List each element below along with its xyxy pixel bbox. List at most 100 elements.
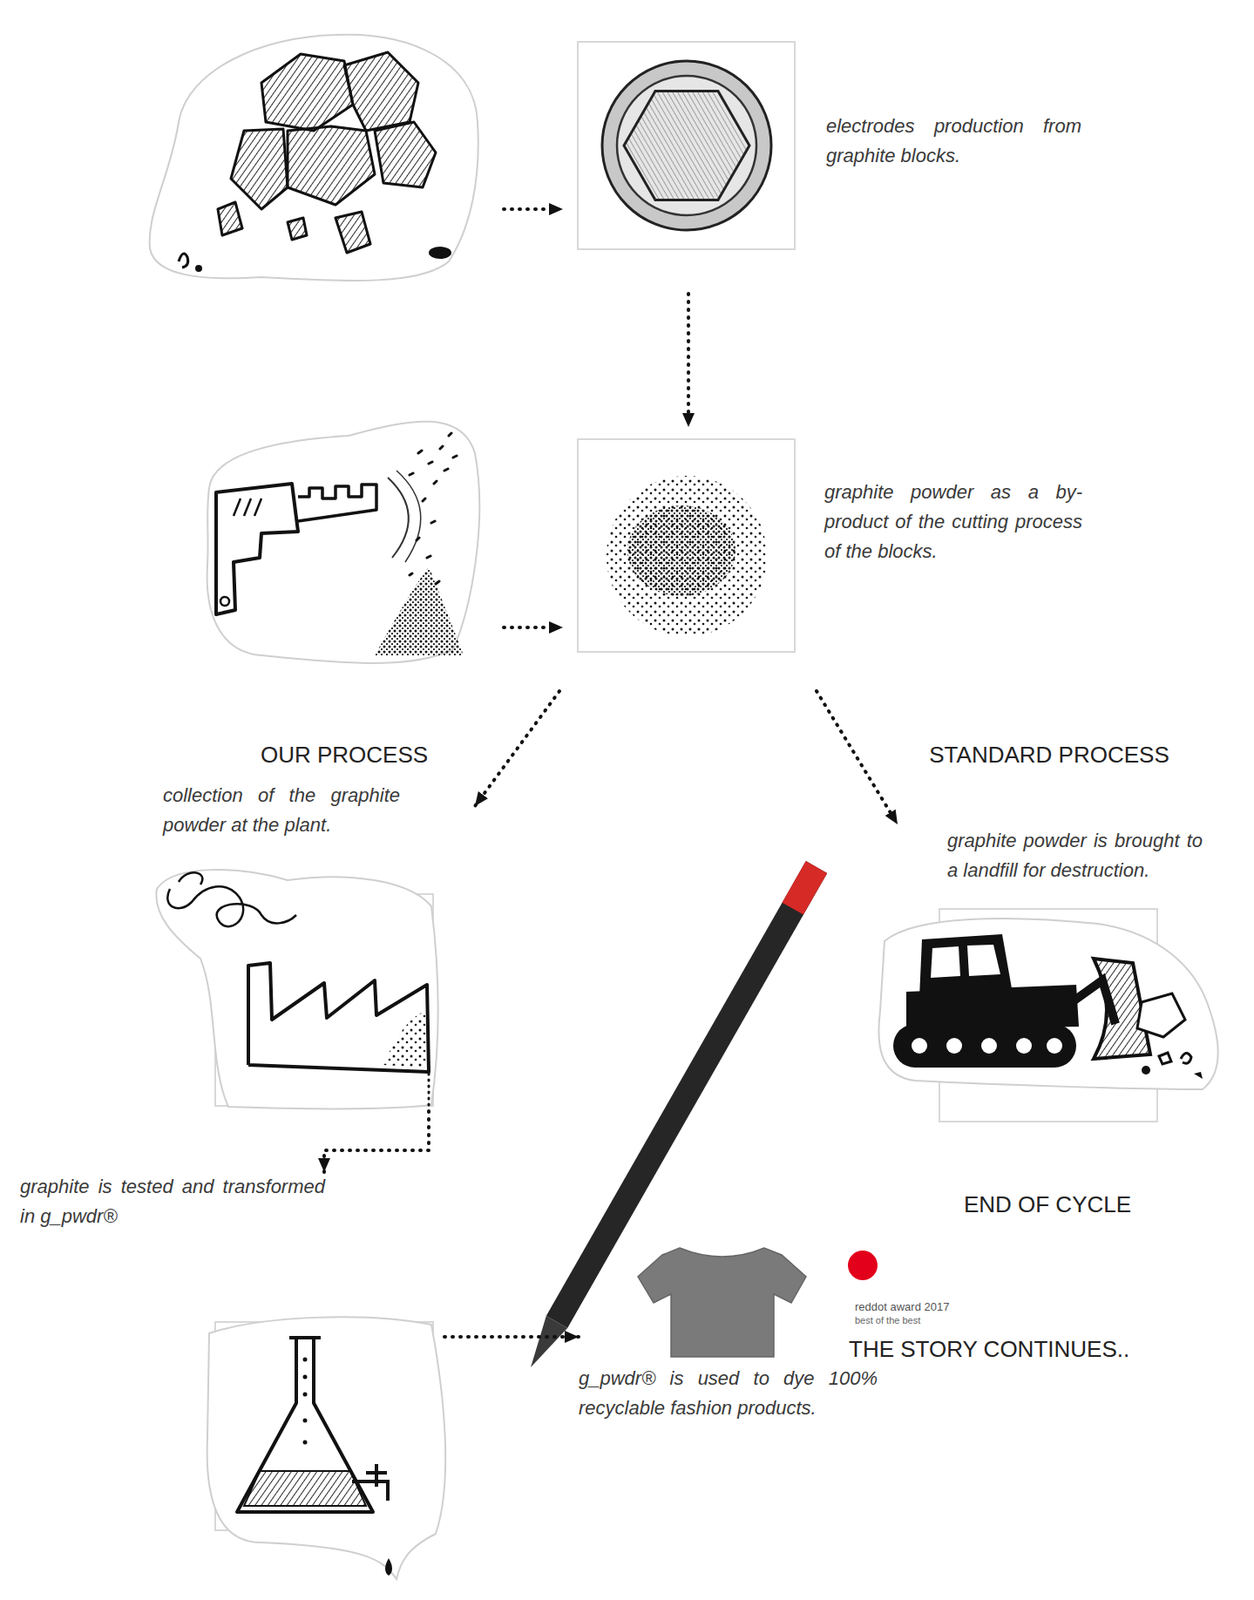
step-caption: collection of the graphite powder at the… (162, 780, 400, 841)
electrode-hexagon (623, 91, 750, 201)
dotted-connector (324, 1111, 429, 1173)
step-caption: electrodes production from graphite bloc… (826, 111, 1082, 171)
graphite-chip (217, 202, 243, 236)
debris (1141, 1065, 1151, 1075)
track-wheel (911, 1037, 928, 1054)
pencil-cap (782, 860, 828, 916)
dotted-connector (816, 691, 898, 825)
process-step: graphite is tested and transformed in g_… (17, 1172, 445, 1534)
process-step: collection of the graphite powder at the… (152, 775, 475, 1112)
step-caption: graphite is tested and transformed in g_… (20, 1172, 326, 1232)
connector-group (324, 293, 898, 1337)
graphite-block (374, 122, 436, 188)
branch-label: STANDARD PROCESS (928, 741, 1169, 769)
graphite-chip (178, 253, 189, 268)
flying-particles (409, 433, 457, 584)
bulldozer-body (906, 984, 1079, 1031)
factory-smoke (178, 872, 203, 885)
dotted-arrow (503, 625, 550, 630)
lab-flask (237, 1337, 373, 1512)
annotation-label: best of the best (854, 1315, 921, 1326)
debris (1193, 1071, 1203, 1079)
process-step: graphite powder as a by-product of the c… (549, 427, 1090, 692)
powder-pile (383, 1010, 428, 1068)
branch-label: OUR PROCESS (260, 741, 428, 769)
dotted-connector (686, 293, 691, 428)
cutout-blob (207, 1316, 447, 1580)
cab-window (967, 944, 1001, 977)
pencil-body (546, 860, 827, 1329)
motion-swoosh (396, 470, 421, 563)
saw-body (216, 483, 299, 615)
cutout-blob (878, 918, 1218, 1090)
electrode-inner (616, 75, 757, 216)
flask-bubble (303, 1440, 308, 1445)
graphite-chip (428, 246, 452, 259)
cutout-blob (155, 869, 438, 1109)
graphite-chip (287, 217, 307, 240)
graphite-block (287, 126, 375, 205)
debris (1159, 1052, 1172, 1065)
track-wheel (1016, 1037, 1032, 1054)
bulldozer-blade (1093, 958, 1151, 1059)
step-caption: graphite powder as a by-product of the c… (824, 477, 1083, 567)
process-step: graphite powder is brought to a landfill… (897, 824, 1238, 1130)
flask-valve (366, 1464, 387, 1487)
cutout-blob (149, 34, 479, 281)
saw-marks (233, 498, 262, 516)
flask-bubble (303, 1418, 308, 1424)
factory-building (248, 962, 429, 1072)
electrode-outer (602, 61, 772, 231)
saw-bolt (220, 596, 230, 606)
sketch-frame (576, 438, 796, 653)
sketch-frame (576, 40, 796, 251)
cutout-blob (207, 421, 481, 664)
graphite-block (230, 128, 288, 210)
graphite-block (261, 54, 353, 131)
step-caption: graphite powder is brought to a landfill… (947, 826, 1203, 886)
bulldozer-cab (919, 934, 1013, 998)
saw-blade (298, 484, 377, 522)
motion-swoosh (387, 477, 409, 558)
track-wheel (981, 1037, 997, 1054)
powder-scatter (627, 505, 736, 597)
graphite-chip (195, 264, 203, 272)
award-logo (847, 1250, 878, 1281)
annotation-label: THE STORY CONTINUES.. (848, 1335, 1130, 1363)
sketch-frame (214, 893, 434, 1107)
factory-smoke (167, 886, 297, 927)
cab-window (930, 946, 961, 978)
flask-bubble (303, 1357, 308, 1363)
flask-lip (289, 1335, 321, 1340)
dotted-arrow (503, 207, 550, 211)
drop (385, 1558, 393, 1576)
powder-pile (374, 566, 464, 656)
annotation-label: END OF CYCLE (963, 1191, 1132, 1219)
flask-bubble (303, 1375, 308, 1380)
pencil-tip (530, 1315, 568, 1368)
track-wheel (1046, 1037, 1063, 1054)
process-step: g_pwdr® is used to dye 100% recyclable f… (578, 1241, 884, 1451)
t-shirt (637, 1247, 807, 1357)
annotation-label: reddot award 2017 (854, 1300, 949, 1314)
powder-trail (427, 1073, 431, 1109)
flask-liquid (244, 1470, 367, 1506)
bulldozer-arm (1071, 980, 1116, 1024)
flask-tap (352, 1481, 388, 1501)
graphite-chip (335, 211, 371, 253)
graphite-block (344, 52, 419, 131)
debris (1137, 993, 1186, 1038)
sketch-frame (214, 1321, 434, 1532)
arrow-head (549, 621, 563, 634)
track-wheel (946, 1037, 963, 1054)
dotted-connector (474, 691, 560, 807)
step-caption: g_pwdr® is used to dye 100% recyclable f… (578, 1363, 878, 1424)
debris (1180, 1052, 1192, 1064)
dotted-connector (444, 1335, 579, 1339)
flask-bubble (303, 1392, 308, 1397)
powder-scatter (606, 475, 767, 637)
sketch-frame (938, 908, 1159, 1123)
process-step: electrodes production from graphite bloc… (576, 40, 1100, 294)
bulldozer-track (893, 1023, 1077, 1068)
